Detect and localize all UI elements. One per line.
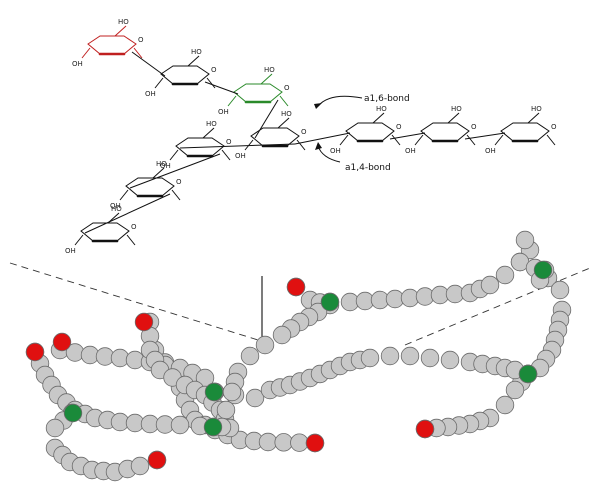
glycosidic-link <box>294 132 351 145</box>
glucose-bead <box>286 277 306 297</box>
glucose-bead <box>400 346 420 366</box>
o-label: O <box>131 223 137 231</box>
ho-label: HO <box>264 66 275 74</box>
glucose-bead <box>440 350 460 370</box>
glucose-bead <box>515 230 535 250</box>
glucose-bead <box>290 433 309 452</box>
bead-chains <box>25 230 572 482</box>
glycosidic-link <box>179 143 296 149</box>
glucose-bead <box>495 265 515 285</box>
glycosidic-link <box>129 153 221 189</box>
oh-label: OH <box>65 247 76 255</box>
o-label: O <box>226 138 232 146</box>
oh-label: OH <box>330 147 341 155</box>
oh-label: OH <box>145 90 156 98</box>
glucose-bead <box>550 280 570 300</box>
sugar-ring: HO OH O <box>235 110 307 160</box>
annotation-arrows <box>314 95 363 163</box>
glycosidic-link <box>84 193 171 234</box>
sugar-ring: HO OH O <box>485 105 557 155</box>
sugar-ring: HO OH O <box>160 120 232 170</box>
oh-label: OH <box>405 147 416 155</box>
glycosidic-link <box>131 51 166 77</box>
o-label: O <box>301 128 307 136</box>
ho-label: HO <box>156 160 167 168</box>
o-label: O <box>211 66 217 74</box>
glucose-bead <box>52 332 72 352</box>
ho-label: HO <box>451 105 462 113</box>
glucose-bead <box>380 346 400 366</box>
glycosidic-link <box>389 132 426 140</box>
glucose-bead <box>222 382 242 402</box>
oh-label: OH <box>485 147 496 155</box>
sugar-ring: HO OH O <box>330 105 402 155</box>
glucose-bead <box>134 312 154 332</box>
glucose-bead <box>480 275 500 295</box>
ho-label: HO <box>376 105 387 113</box>
o-label: O <box>176 178 182 186</box>
glucose-bead <box>415 419 435 439</box>
a16-bond-label: a1,6-bond <box>364 94 410 104</box>
oh-label: OH <box>160 162 171 170</box>
glucose-bead <box>25 342 45 362</box>
a14-bond-label: a1,4-bond <box>345 163 391 173</box>
glucose-bead <box>272 325 292 345</box>
oh-label: OH <box>218 108 229 116</box>
sugar-ring: HO OH O <box>145 48 217 98</box>
glucose-bead <box>245 388 265 408</box>
ho-label: HO <box>206 120 217 128</box>
glucose-bead <box>255 335 275 355</box>
glucose-bead <box>147 450 167 470</box>
oh-label: OH <box>110 202 121 210</box>
ho-label: HO <box>118 18 129 26</box>
glucose-bead <box>170 415 190 435</box>
glycosidic-link <box>464 132 506 140</box>
ho-label: HO <box>191 48 202 56</box>
glucose-bead <box>130 456 150 476</box>
oh-label: OH <box>72 60 83 68</box>
sugar-ring: HO OH O <box>405 105 477 155</box>
ho-label: HO <box>111 205 122 213</box>
o-label: O <box>284 84 290 92</box>
glucose-bead <box>518 364 538 384</box>
glycosidic-link <box>204 81 239 95</box>
glucose-bead <box>216 400 236 420</box>
glucose-bead <box>204 382 224 402</box>
glucose-bead <box>63 403 83 423</box>
glucose-bead <box>45 418 65 438</box>
glucose-bead <box>274 433 293 452</box>
glucose-bead <box>505 380 525 400</box>
glucose-bead <box>320 292 340 312</box>
glycosidic-link <box>254 99 279 139</box>
glucose-bead <box>203 417 223 437</box>
glucose-bead <box>495 395 515 415</box>
o-label: O <box>551 123 557 131</box>
ho-label: HO <box>531 105 542 113</box>
glucose-bead <box>420 348 440 368</box>
sugar-ring: HO OH O <box>72 18 144 68</box>
ho-label: HO <box>281 110 292 118</box>
oh-label: OH <box>235 152 246 160</box>
glucose-bead <box>240 346 260 366</box>
o-label: O <box>138 36 144 44</box>
guide-lines <box>9 262 590 346</box>
o-label: O <box>471 123 477 131</box>
glucose-bead <box>360 348 380 368</box>
glucose-bead <box>533 260 553 280</box>
o-label: O <box>396 123 402 131</box>
glucose-bead <box>258 432 278 452</box>
glucose-bead <box>305 433 325 453</box>
